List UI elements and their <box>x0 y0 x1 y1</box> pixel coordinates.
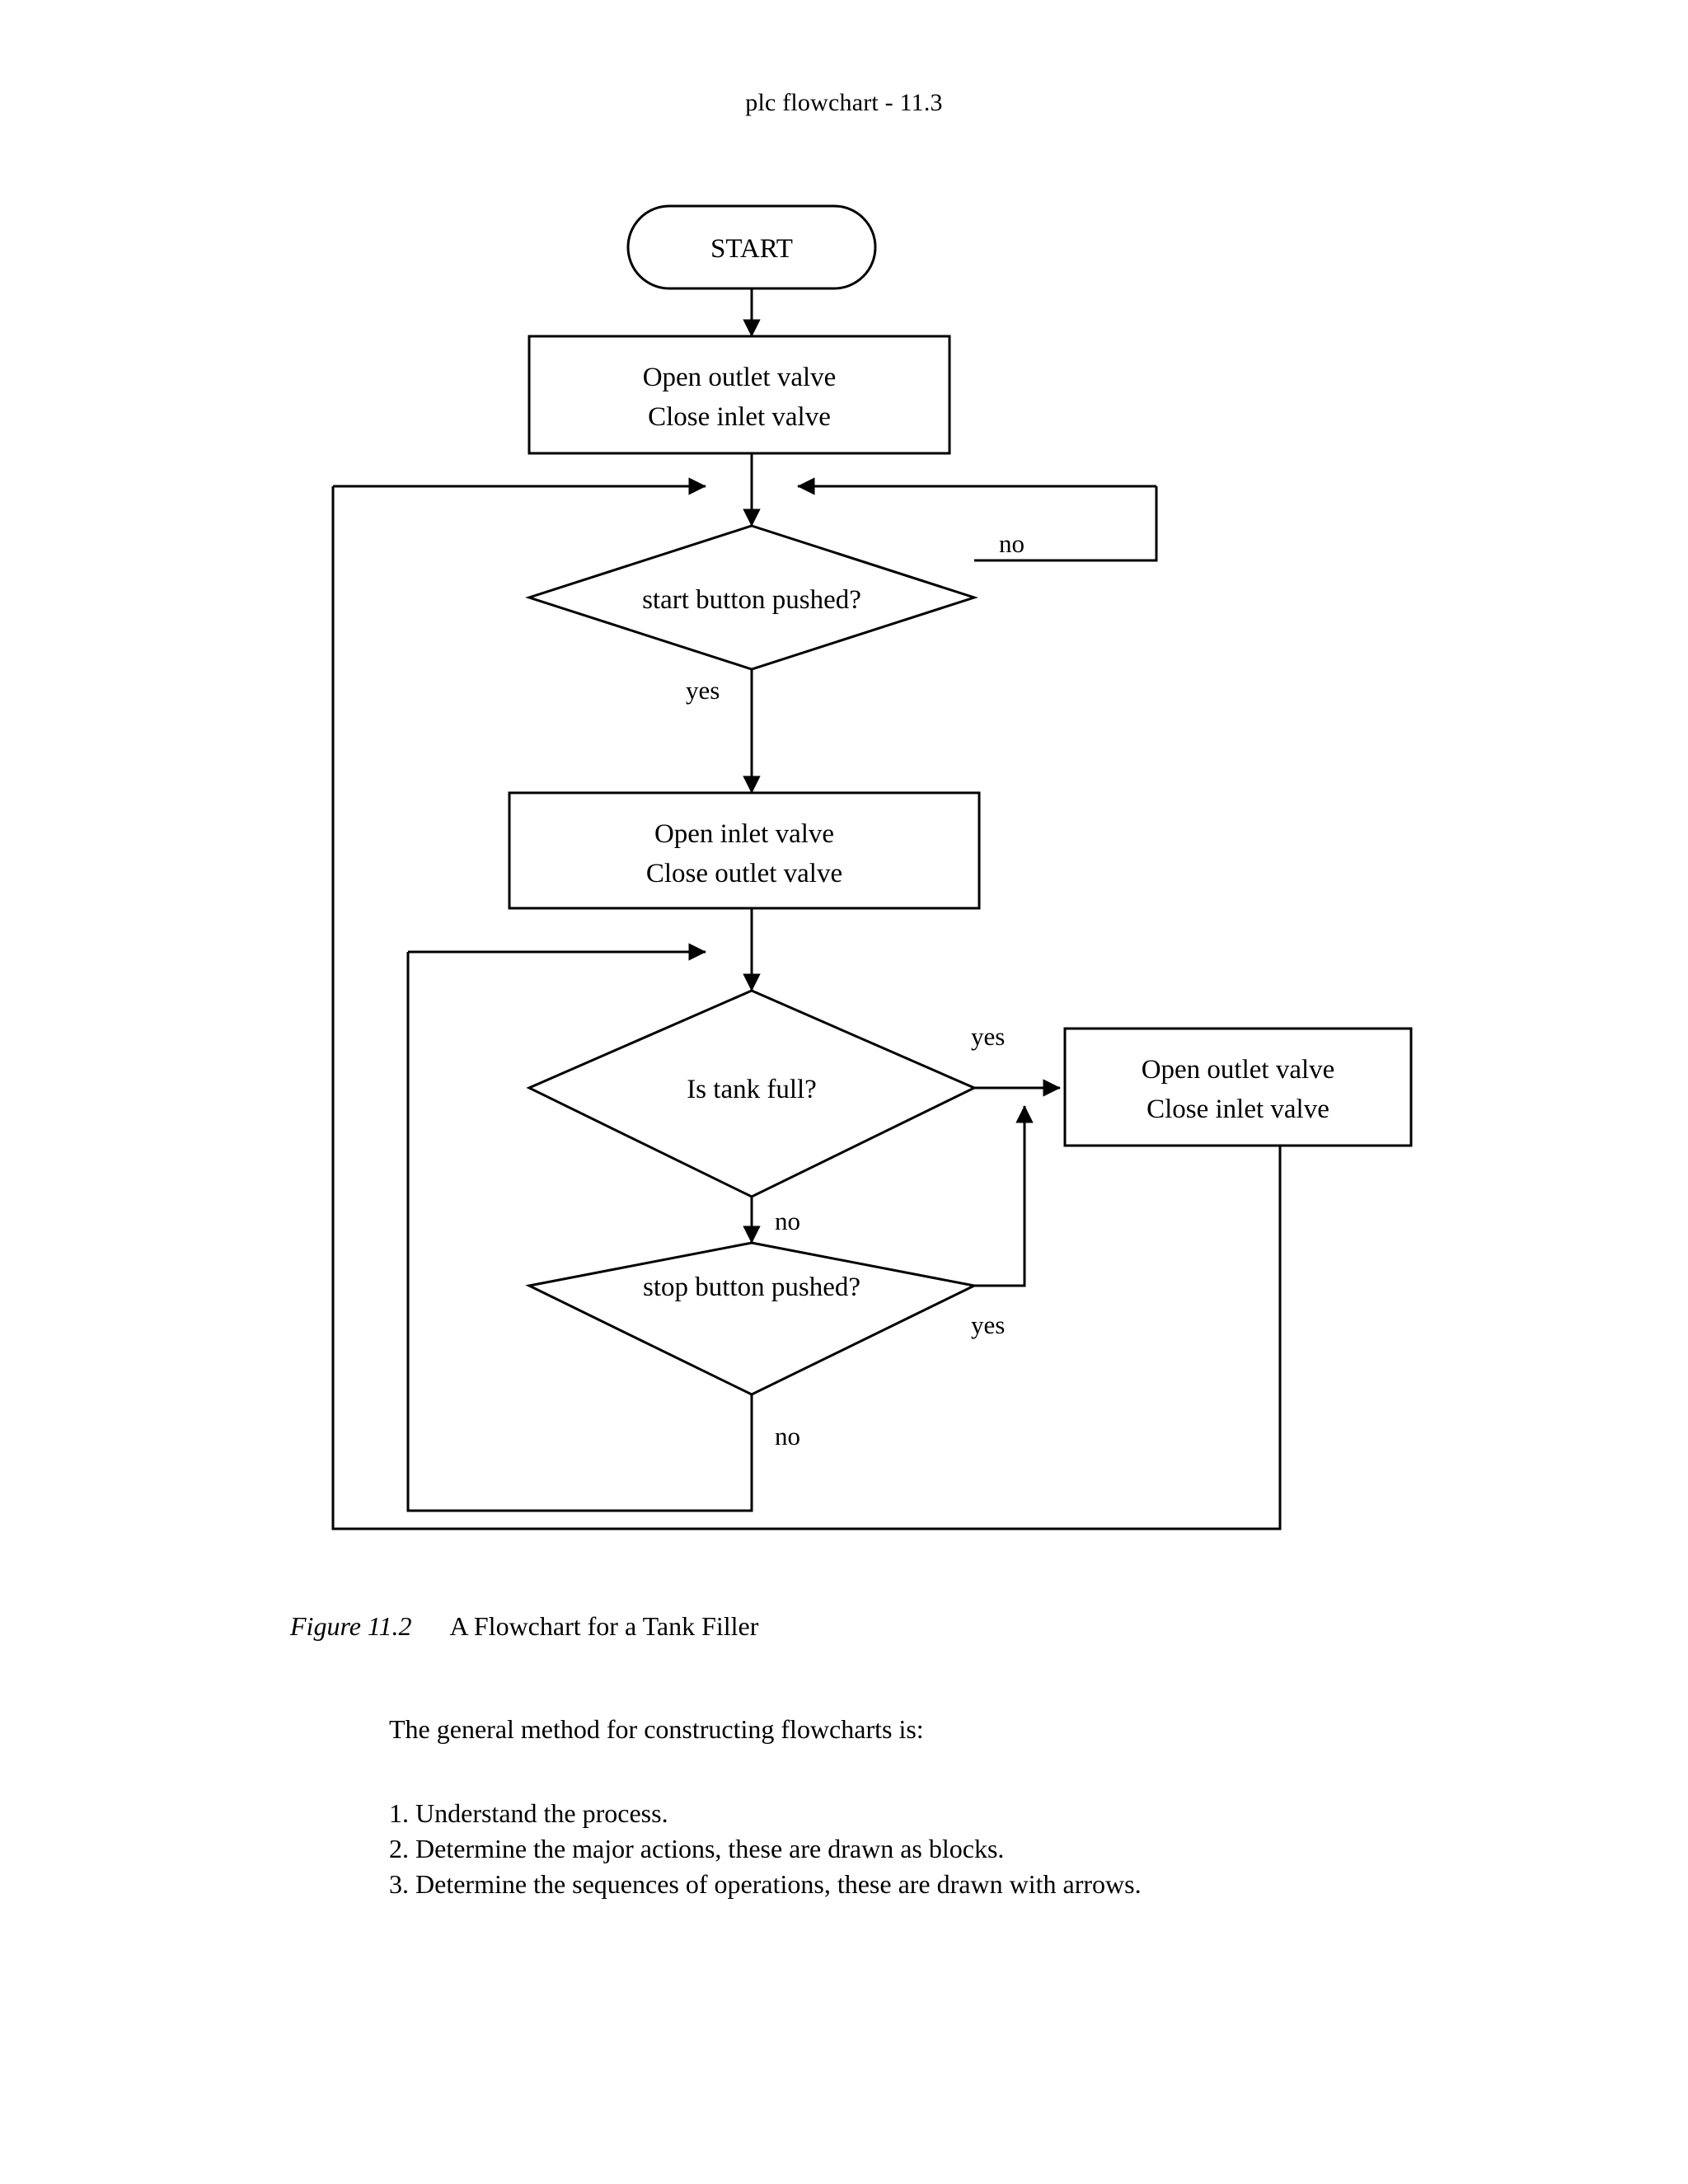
node-decision-3: stop button pushed? <box>525 1241 978 1396</box>
process3-shape <box>1063 1027 1413 1147</box>
list-item: 2. Determine the major actions, these ar… <box>389 1833 1005 1863</box>
edge-decision1-no <box>974 486 1158 562</box>
start-shape <box>626 204 877 290</box>
figure-caption-number: Figure 11.2 <box>290 1611 412 1641</box>
body-intro: The general method for constructing flow… <box>389 1714 924 1744</box>
node-process-3: Open outlet valve Close inlet valve <box>1063 1027 1413 1147</box>
flow-connectors <box>331 288 1282 1530</box>
body-text-block: The general method for constructing flow… <box>389 1714 1543 1902</box>
process2-line1: Open inlet valve <box>654 819 834 849</box>
process1-line1: Open outlet valve <box>643 363 837 392</box>
list-item: 1. Understand the process. <box>389 1798 668 1828</box>
list-item: 3. Determine the sequences of operations… <box>389 1868 1142 1899</box>
start-label: START <box>710 234 793 264</box>
decision3-label: stop button pushed? <box>643 1272 860 1302</box>
process2-shape <box>508 791 981 910</box>
process1-line2: Close inlet valve <box>648 402 831 432</box>
node-decision-1: start button pushed? <box>525 524 978 671</box>
edge-label-decision2-yes: yes <box>971 1022 1005 1051</box>
decision1-shape <box>525 524 978 671</box>
decision3-shape <box>525 1241 978 1396</box>
decision2-label: Is tank full? <box>687 1075 817 1104</box>
edge-decision3-yes <box>974 1105 1034 1287</box>
method-steps-list: 1. Understand the process. 2. Determine … <box>389 1796 1543 1902</box>
node-start: START <box>626 204 877 290</box>
edge-label-decision1-no: no <box>999 529 1025 558</box>
edge-process3-outer-loop <box>331 486 1282 1530</box>
edge-label-decision3-yes: yes <box>971 1310 1005 1339</box>
process2-line2: Close outlet valve <box>646 859 842 888</box>
node-decision-2: Is tank full? <box>526 989 978 1198</box>
node-process-1: Open outlet valve Close inlet valve <box>528 335 951 455</box>
edge-label-decision2-no: no <box>775 1207 800 1235</box>
decision2-shape <box>526 989 978 1198</box>
node-process-2: Open inlet valve Close outlet valve <box>508 791 981 910</box>
flowchart-figure: START Open outlet valve Close inlet valv… <box>0 190 1688 1574</box>
figure-caption-text: A Flowchart for a Tank Filler <box>449 1611 759 1641</box>
process3-line2: Close inlet valve <box>1146 1094 1329 1124</box>
edge-decision3-no <box>406 952 753 1512</box>
edge-label-decision1-yes: yes <box>686 676 720 705</box>
running-header: plc flowchart - 11.3 <box>745 89 943 116</box>
edge-label-decision3-no: no <box>775 1422 800 1451</box>
flowchart-svg: START Open outlet valve Close inlet valv… <box>331 204 1413 1530</box>
figure-caption: Figure 11.2 A Flowchart for a Tank Filler <box>290 1611 1444 1642</box>
process3-line1: Open outlet valve <box>1142 1055 1335 1085</box>
process1-shape <box>528 335 951 455</box>
decision1-label: start button pushed? <box>642 585 861 615</box>
